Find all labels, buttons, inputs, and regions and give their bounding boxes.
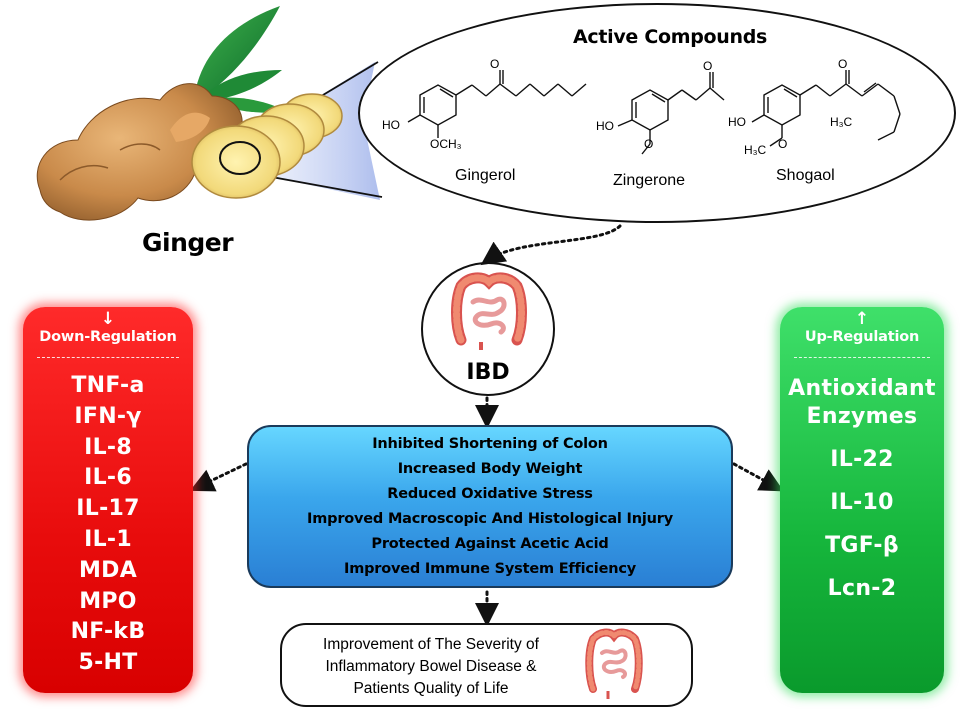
ibd-label: IBD — [466, 360, 510, 385]
up-regulation-divider — [794, 357, 930, 358]
down-regulation-divider — [37, 357, 179, 358]
effect-item: Improved Macroscopic And Histological In… — [307, 510, 673, 527]
zingerone-oxygen: O — [703, 59, 712, 73]
compound-name-zingerone: Zingerone — [613, 172, 686, 189]
down-arrow-icon: ↓ — [100, 309, 116, 329]
up-regulation-heading: Up-Regulation — [804, 329, 920, 345]
gingerol-oxygen: O — [490, 57, 499, 71]
shogaol-o: O — [778, 137, 787, 151]
down-regulation-item: IFN-γ — [74, 403, 142, 429]
down-regulation-item: MPO — [79, 588, 137, 614]
up-regulation-item: IL-10 — [830, 490, 894, 515]
gingerol-och3: OCH₃ — [430, 137, 462, 151]
down-regulation-item: TNF-a — [71, 373, 145, 398]
down-regulation-item: IL-6 — [84, 465, 132, 491]
compound-name-gingerol: Gingerol — [455, 167, 516, 184]
effect-item: Inhibited Shortening of Colon — [372, 435, 608, 452]
active-compounds-title: Active Compounds — [572, 26, 768, 48]
down-regulation-item: IL-1 — [84, 526, 132, 552]
effect-item: Protected Against Acetic Acid — [371, 535, 609, 552]
zingerone-o: O — [644, 137, 653, 151]
up-regulation-list: Antioxidant Enzymes IL-22 IL-10 TGF-β Lc… — [780, 375, 944, 618]
effect-item: Improved Immune System Efficiency — [344, 560, 636, 577]
effect-item: Increased Body Weight — [397, 460, 583, 477]
zingerone-ho: HO — [596, 119, 614, 133]
arrow-effects-to-up — [732, 462, 784, 492]
shogaol-h3c: H₃C — [744, 143, 767, 157]
arrow-effects-to-down — [189, 462, 248, 492]
shogaol-h3c-chain: H₃C — [830, 115, 853, 129]
chemical-structures: O HO OCH₃ O HO O O HO — [382, 57, 901, 157]
shogaol-oxygen: O — [838, 57, 847, 71]
down-regulation-item: 5-HT — [78, 650, 138, 676]
down-regulation-panel: ↓ Down-Regulation TNF-a IFN-γ IL-8 IL-6 … — [23, 307, 193, 693]
down-regulation-item: MDA — [78, 557, 138, 583]
outcome-box — [280, 623, 693, 707]
up-regulation-item: Lcn-2 — [827, 576, 897, 601]
arrow-compounds-to-ibd — [480, 224, 622, 266]
ginger-slices — [191, 93, 343, 199]
colon-icon — [451, 272, 527, 350]
up-regulation-item: Antioxidant Enzymes — [788, 376, 936, 429]
effects-box: Inhibited Shortening of Colon Increased … — [247, 425, 733, 588]
outcome-line: Inflammatory Bowel Disease & — [325, 658, 537, 675]
compound-name-shogaol: Shogaol — [776, 167, 835, 184]
down-regulation-item: IL-17 — [76, 496, 140, 522]
shogaol-ho: HO — [728, 115, 746, 129]
up-regulation-item: TGF-β — [825, 533, 899, 558]
outcome-line: Patients Quality of Life — [353, 680, 509, 697]
up-regulation-item: IL-22 — [830, 447, 894, 472]
down-regulation-item: IL-8 — [84, 434, 132, 460]
down-regulation-heading: Down-Regulation — [39, 329, 177, 345]
gingerol-ho: HO — [382, 118, 400, 132]
zingerone-structure — [617, 72, 725, 155]
down-regulation-item: NF-kB — [70, 619, 146, 645]
outcome-line: Improvement of The Severity of — [323, 636, 539, 653]
active-compounds-bubble — [358, 3, 956, 223]
shogaol-structure — [751, 70, 901, 147]
gingerol-structure — [407, 70, 587, 138]
colon-icon — [585, 628, 643, 699]
ginger-label: Ginger — [142, 228, 234, 257]
ginger-rhizome — [36, 83, 243, 221]
effect-item: Reduced Oxidative Stress — [387, 485, 593, 502]
up-arrow-icon: ↑ — [854, 309, 870, 329]
up-regulation-panel: ↑ Up-Regulation Antioxidant Enzymes IL-2… — [780, 307, 944, 693]
outcome-text: Improvement of The Severity of Inflammat… — [300, 634, 562, 700]
down-regulation-list: TNF-a IFN-γ IL-8 IL-6 IL-17 IL-1 MDA MPO… — [23, 371, 193, 679]
